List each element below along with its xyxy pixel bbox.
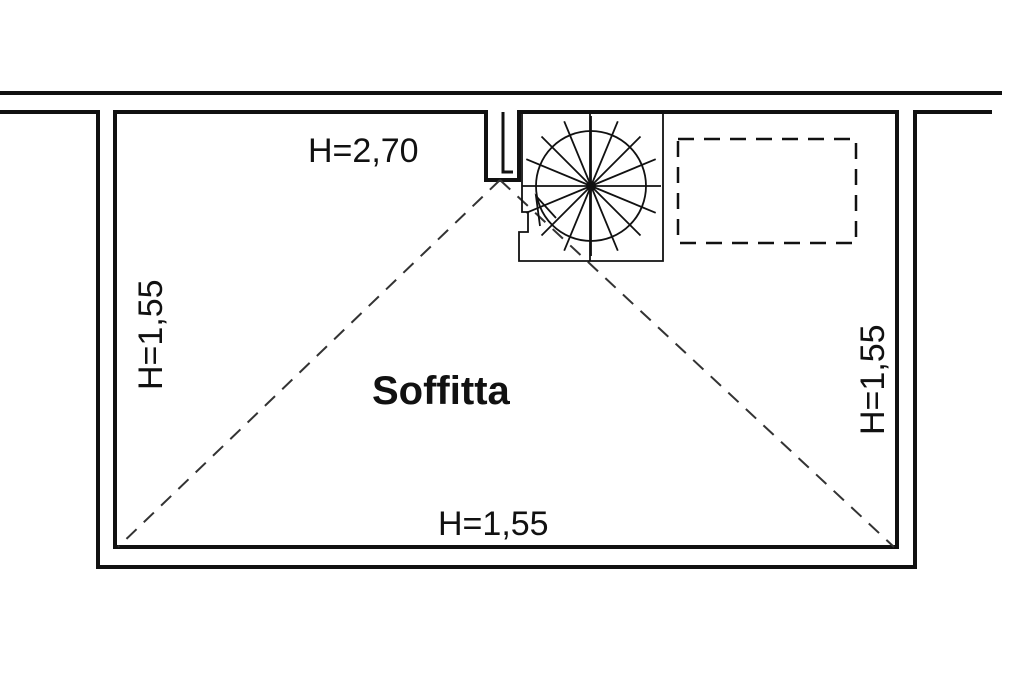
slope-left xyxy=(117,179,501,548)
wall-niche xyxy=(484,112,521,182)
stair-tread xyxy=(525,158,592,187)
stair-frame xyxy=(518,111,664,262)
stair-tread xyxy=(563,185,592,252)
stair-tread xyxy=(563,120,592,187)
room-name-label: Soffitta xyxy=(372,369,511,413)
stair-tread xyxy=(590,185,642,237)
bottom-height-label: H=1,55 xyxy=(438,505,549,543)
stair-direction-arrow xyxy=(534,193,557,227)
stair-tread xyxy=(540,135,592,187)
roof-slope-lines xyxy=(117,179,895,548)
stair-treads xyxy=(522,116,661,256)
outer-walls xyxy=(0,91,1002,569)
niche-inner xyxy=(501,112,513,174)
spiral-staircase xyxy=(518,111,664,262)
stair-tread xyxy=(540,185,592,237)
stair-tread xyxy=(590,120,619,187)
slope-right xyxy=(499,179,895,548)
stair-tread xyxy=(590,185,657,214)
right-height-label: H=1,55 xyxy=(854,324,892,435)
ridge-height-label: H=2,70 xyxy=(308,132,419,170)
stair-tread xyxy=(590,158,657,187)
niche-outline xyxy=(484,112,521,182)
skylight-outline xyxy=(676,137,858,245)
stair-tread xyxy=(590,185,619,252)
left-height-label: H=1,55 xyxy=(132,279,170,390)
stair-tread xyxy=(590,135,642,187)
